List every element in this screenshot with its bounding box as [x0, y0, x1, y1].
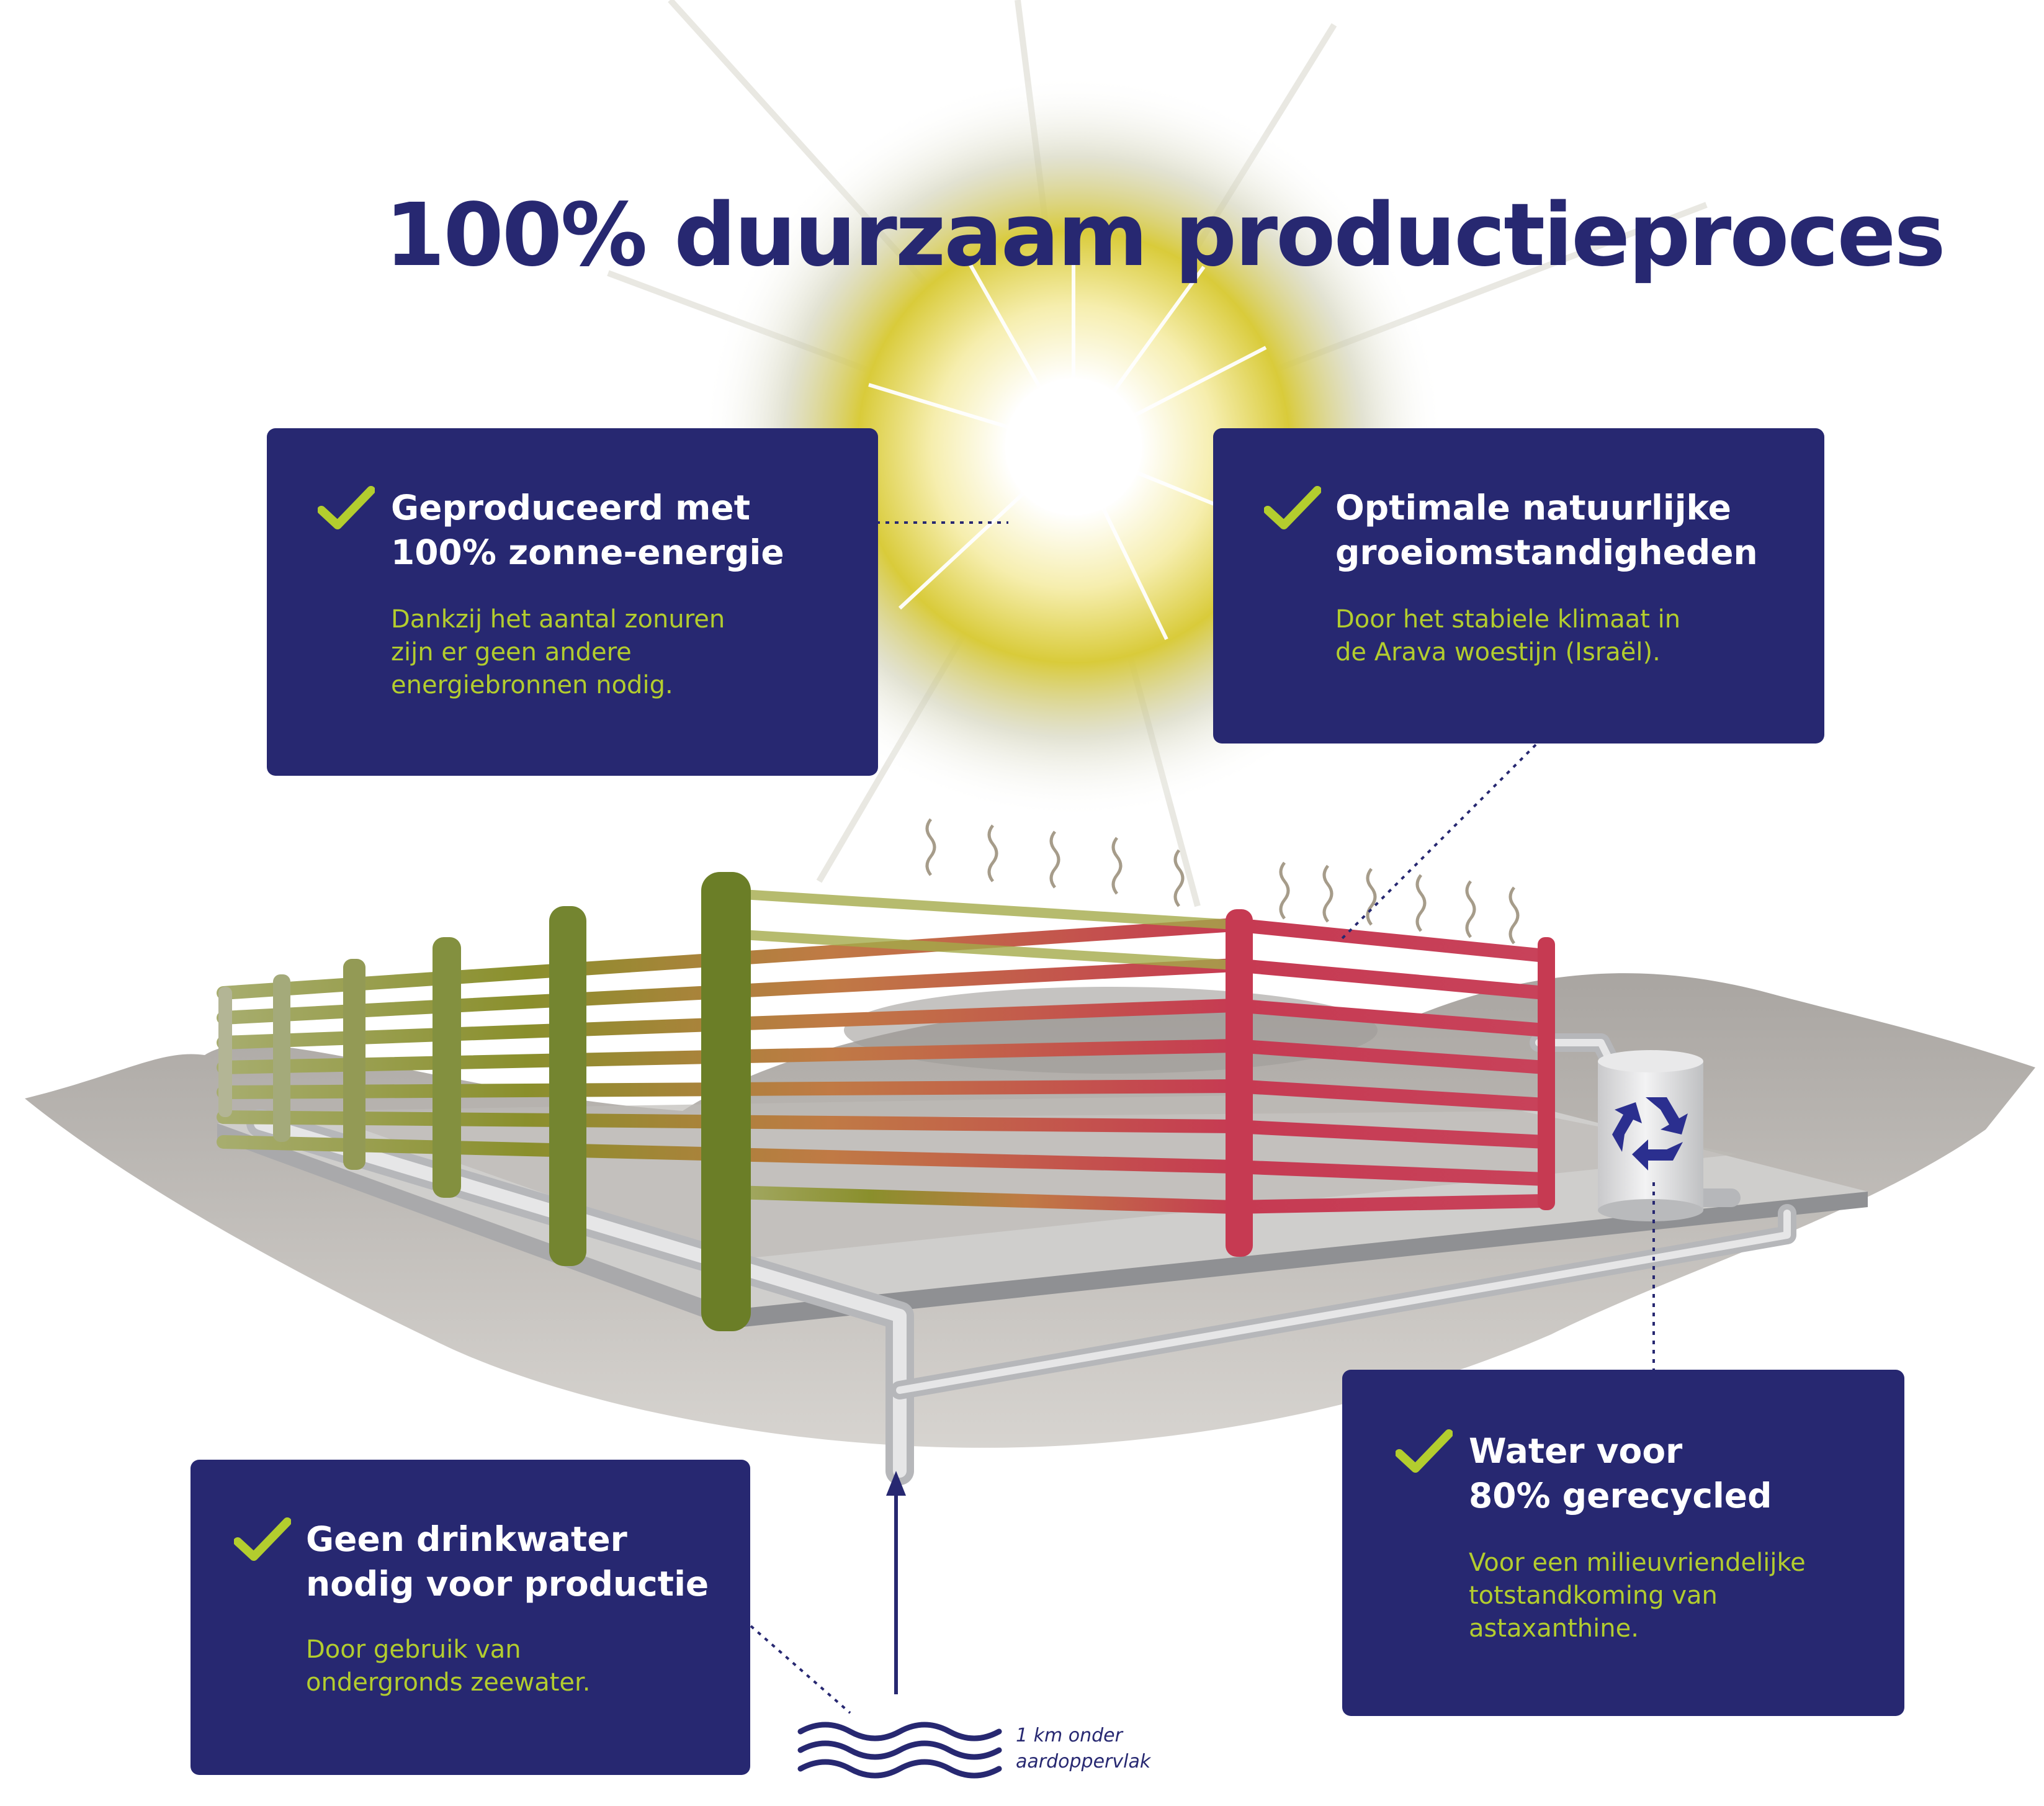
- card-heading: Water voor 80% gerecycled: [1469, 1429, 1772, 1518]
- body-line: Door gebruik van: [306, 1635, 521, 1664]
- body-line: energiebronnen nodig.: [391, 671, 673, 699]
- production-platform: [217, 1092, 1868, 1328]
- card-body: Voor een milieuvriendelijke totstandkomi…: [1469, 1547, 1806, 1645]
- heat-wave-icon: [925, 818, 1520, 945]
- card-heading: Geen drinkwater nodig voor productie: [306, 1517, 709, 1606]
- water-recycle-card: Water voor 80% gerecycled Voor een milie…: [1342, 1370, 1904, 1716]
- climate-card: Optimale natuurlijke groeiomstandigheden…: [1213, 428, 1824, 744]
- heading-line: Geproduceerd met: [391, 488, 751, 528]
- body-line: de Arava woestijn (Israël).: [1335, 638, 1661, 667]
- card-heading: Optimale natuurlijke groeiomstandigheden: [1335, 485, 1758, 575]
- depth-label-line: 1 km onder: [1016, 1725, 1123, 1746]
- heading-line: Optimale natuurlijke: [1335, 488, 1731, 528]
- depth-label-line: aardoppervlak: [1016, 1751, 1151, 1772]
- recycle-icon: [1612, 1097, 1688, 1170]
- heading-line: Water voor: [1469, 1431, 1683, 1471]
- support-poles: [218, 872, 1555, 1331]
- checkmark-icon: [1264, 486, 1321, 529]
- checkmark-icon: [234, 1517, 291, 1561]
- heading-line: 100% zonne-energie: [391, 532, 784, 572]
- body-line: Voor een milieuvriendelijke: [1469, 1548, 1806, 1577]
- up-arrow-icon: [886, 1471, 906, 1694]
- body-line: Door het stabiele klimaat in: [1335, 605, 1681, 634]
- heading-line: groeiomstandigheden: [1335, 532, 1758, 572]
- page-title: 100% duurzaam productieproces: [385, 185, 1946, 286]
- body-line: totstandkoming van: [1469, 1581, 1718, 1610]
- water-pipes: [246, 1033, 1796, 1485]
- water-waves-icon: [797, 1722, 1002, 1779]
- checkmark-icon: [1396, 1429, 1453, 1473]
- body-line: zijn er geen andere: [391, 638, 632, 667]
- drinkwater-card: Geen drinkwater nodig voor productie Doo…: [191, 1460, 750, 1775]
- card-body: Dankzij het aantal zonuren zijn er geen …: [391, 603, 725, 702]
- body-line: Dankzij het aantal zonuren: [391, 605, 725, 634]
- body-line: astaxanthine.: [1469, 1614, 1639, 1643]
- recycling-tank: [1598, 1050, 1703, 1221]
- body-line: ondergronds zeewater.: [306, 1668, 591, 1697]
- heading-line: nodig voor productie: [306, 1564, 709, 1604]
- heading-line: 80% gerecycled: [1469, 1476, 1772, 1516]
- connector-lines: [750, 521, 1655, 1714]
- card-body: Door het stabiele klimaat in de Arava wo…: [1335, 603, 1680, 669]
- heading-line: Geen drinkwater: [306, 1519, 627, 1559]
- checkmark-icon: [318, 486, 375, 529]
- solar-energy-card: Geproduceerd met 100% zonne-energie Dank…: [267, 428, 878, 776]
- card-body: Door gebruik van ondergronds zeewater.: [306, 1633, 591, 1699]
- depth-label: 1 km onder aardoppervlak: [1016, 1723, 1150, 1775]
- card-heading: Geproduceerd met 100% zonne-energie: [391, 485, 784, 575]
